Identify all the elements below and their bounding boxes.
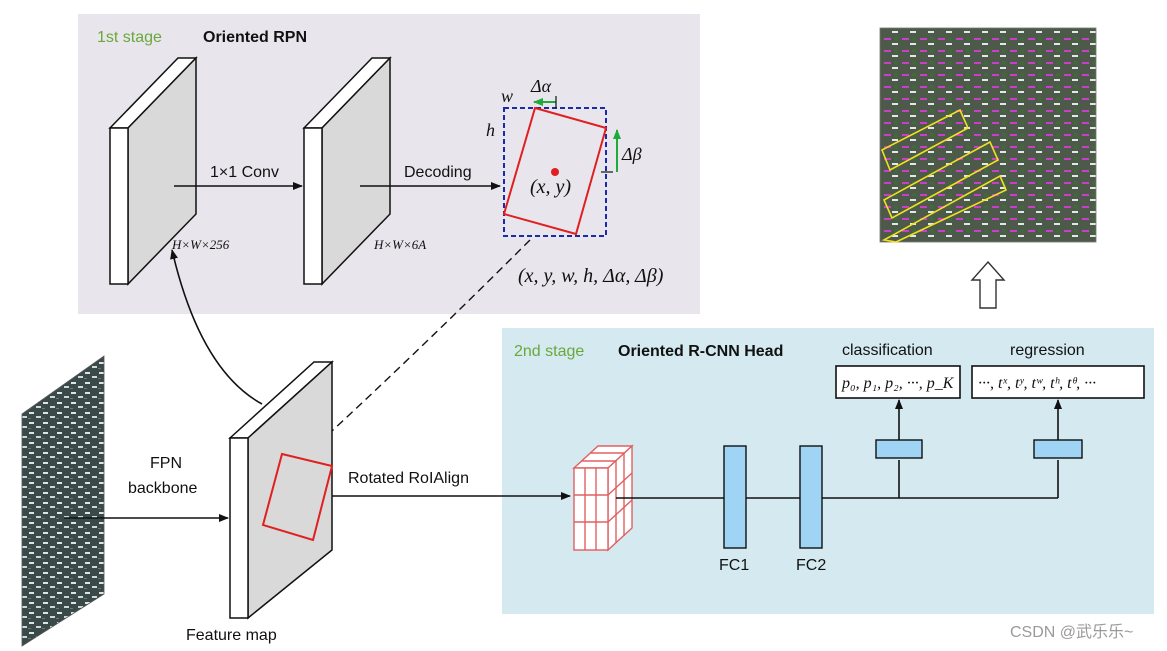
feature-block-6a <box>302 56 392 286</box>
input-aerial-image <box>21 355 105 647</box>
fc1-label: FC1 <box>719 557 749 574</box>
w-label: w <box>501 86 513 106</box>
feat1-dims-label: H×W×256 <box>171 237 230 252</box>
params-label: (x, y, w, h, Δα, Δβ) <box>518 265 664 287</box>
stage1-tag: 1st stage <box>97 29 162 46</box>
reg-output-box <box>971 365 1145 399</box>
fc2-label: FC2 <box>796 557 826 574</box>
feat2-dims-label: H×W×6A <box>373 237 426 252</box>
dalpha-label: Δα <box>530 76 552 96</box>
cls-fc-block <box>875 439 923 459</box>
regression-label: regression <box>1010 342 1085 359</box>
watermark: CSDN @武乐乐~ <box>1010 623 1133 641</box>
output-aerial-image <box>879 27 1097 243</box>
output-detection-boxes <box>880 108 1008 243</box>
stage2-tag: 2nd stage <box>514 343 584 360</box>
h-label: h <box>486 120 495 140</box>
fc2-block <box>799 445 823 549</box>
fc1-block <box>723 445 747 549</box>
roialign-label: Rotated RoIAlign <box>348 470 469 487</box>
feature-map-label: Feature map <box>186 627 277 644</box>
decoding-label: Decoding <box>404 164 472 181</box>
feature-map-to-rpn-arrow <box>170 249 263 405</box>
stage2-title: Oriented R-CNN Head <box>618 343 783 360</box>
dbeta-label: Δβ <box>621 144 642 164</box>
conv-label: 1×1 Conv <box>210 164 279 181</box>
cls-output-box <box>835 365 961 399</box>
proposal-bbox-dashed <box>503 107 607 237</box>
cls-output-text: p₀, p₁, p₂, ···, p_K <box>841 375 955 392</box>
output-up-arrow <box>970 260 1006 309</box>
classification-label: classification <box>842 342 933 359</box>
feature-map-roi <box>261 452 334 542</box>
center-label: (x, y) <box>530 176 571 198</box>
reg-fc-block <box>1033 439 1083 459</box>
stage1-title: Oriented RPN <box>203 29 307 46</box>
feature-map-block <box>228 360 334 620</box>
fpn-label-line1: FPN <box>150 455 182 472</box>
fpn-label-line2: backbone <box>128 480 197 497</box>
proposal-center-dot <box>551 168 559 176</box>
proposal-rotated-box <box>502 106 608 236</box>
proposal-to-roi-dashed-arrow <box>304 239 531 457</box>
feature-block-256 <box>108 56 198 286</box>
reg-output-text: ···, tˣ, tʸ, tʷ, tʰ, tᶿ, ··· <box>978 375 1096 392</box>
